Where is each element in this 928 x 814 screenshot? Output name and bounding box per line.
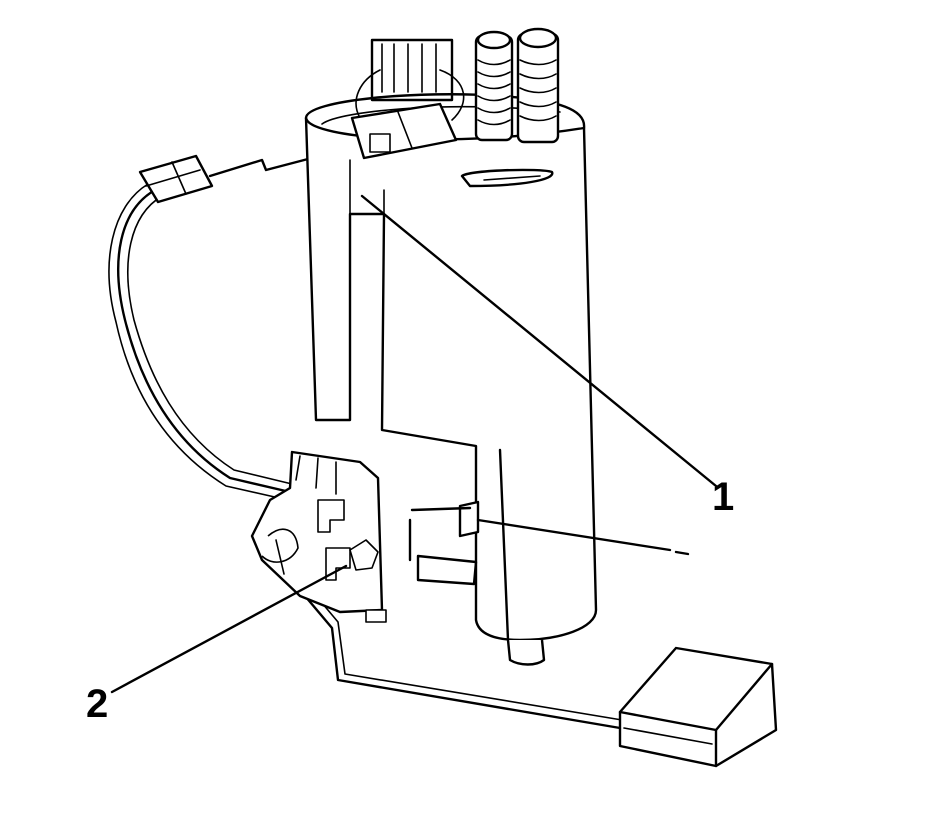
top-electrical-connector bbox=[350, 38, 465, 160]
harness-connector bbox=[138, 154, 214, 204]
reservoir-foot bbox=[506, 639, 546, 666]
side-clip bbox=[408, 500, 690, 586]
callout-leader-2 bbox=[110, 564, 348, 694]
sender-bracket bbox=[250, 450, 387, 623]
callout-leader-1 bbox=[360, 194, 718, 488]
wire-harness bbox=[108, 146, 352, 501]
float bbox=[618, 646, 778, 768]
fuel-pipes bbox=[474, 27, 560, 144]
callout-label-1: 1 bbox=[712, 475, 735, 519]
callout-label-2: 2 bbox=[86, 682, 109, 726]
